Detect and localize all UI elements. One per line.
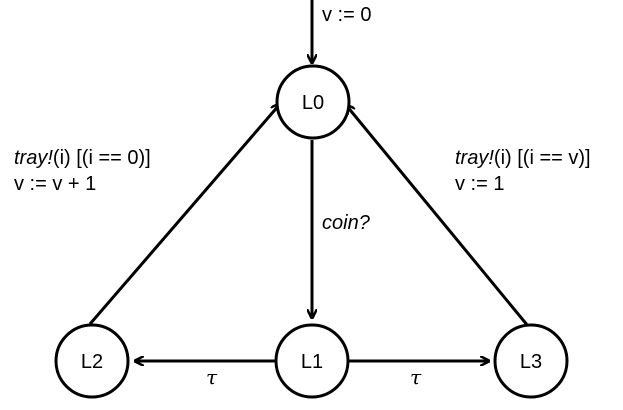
initial-update-label: v := 0 [322, 4, 371, 26]
edge-l2-to-l0-update-label: v := v + 1 [14, 173, 96, 195]
edge-l3-to-l0-update-label: v := 1 [455, 173, 504, 195]
edge-l2-to-l0-channel: tray! [14, 147, 53, 169]
edge-l1-to-l2-tau-label: τ [206, 365, 218, 389]
edge-l2-to-l0-args: (i) [(i == 0)] [53, 147, 151, 169]
edge-l0-to-l1-sync-label: coin? [322, 212, 371, 234]
state-l0-circle [275, 64, 351, 140]
state-l1-label: L1 [301, 351, 323, 373]
edge-l2-to-l0 [88, 104, 280, 325]
edge-l3-to-l0-args: (i) [(i == v)] [494, 147, 591, 169]
edge-l2-to-l0-guard-label: tray!(i) [(i == 0)] [14, 147, 151, 169]
state-l2: L2 [54, 323, 130, 399]
state-l2-label: L2 [81, 351, 103, 373]
state-l0-label: L0 [302, 92, 324, 114]
state-l3: L3 [493, 323, 569, 399]
edge-l3-to-l0-guard-label: tray!(i) [(i == v)] [455, 147, 591, 169]
state-l1-circle [274, 323, 350, 399]
state-l2-circle [54, 323, 130, 399]
state-l3-label: L3 [520, 351, 542, 373]
edge-l1-to-l3-tau-label: τ [410, 365, 422, 389]
edge-l3-to-l0-channel: tray! [455, 147, 494, 169]
state-l3-circle [493, 323, 569, 399]
state-l0: L0 [275, 64, 351, 140]
edge-l3-to-l0 [346, 105, 530, 327]
state-l1: L1 [274, 323, 350, 399]
